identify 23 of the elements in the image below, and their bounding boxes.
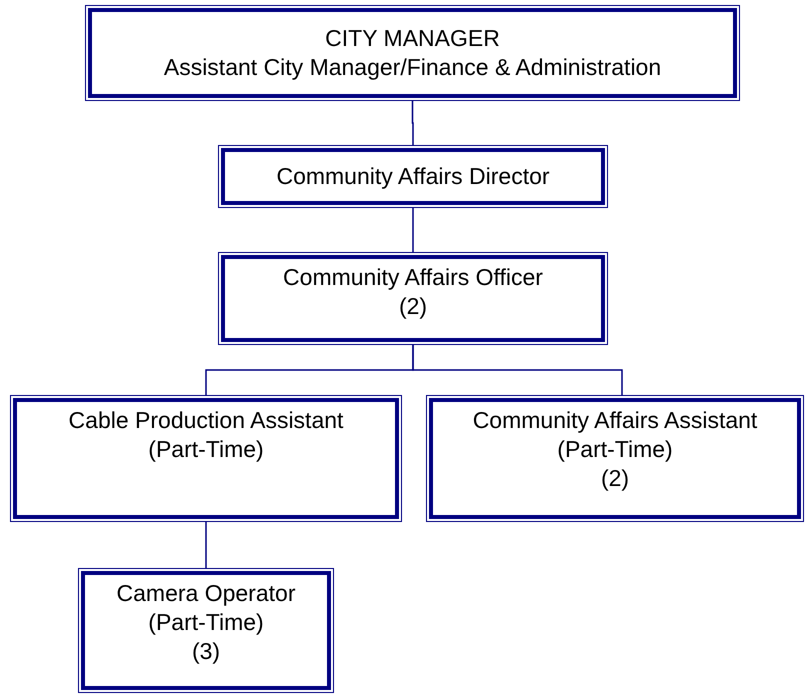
position-note: (Part-Time) (557, 435, 673, 464)
connector-line (205, 522, 207, 568)
connector-line (412, 345, 623, 395)
position-box (218, 252, 608, 345)
position-note: Assistant City Manager/Finance & Administration (164, 53, 662, 82)
position-note: (3) (192, 637, 220, 666)
position-title: Community Affairs Assistant (472, 406, 758, 435)
position-box (218, 145, 608, 208)
position-note: (2) (398, 292, 428, 321)
position-title: Community Affairs Director (276, 162, 550, 191)
position-box (78, 568, 334, 693)
position-title: Cable Production Assistant (68, 406, 344, 435)
position-title: Community Affairs Officer (283, 263, 543, 292)
connector-line (412, 208, 414, 252)
position-note: (2) (600, 464, 630, 493)
position-note: (Part-Time) (148, 608, 264, 637)
position-note: (Part-Time) (148, 435, 264, 464)
position-box (85, 5, 740, 101)
position-title: CITY MANAGER (325, 24, 500, 53)
position-title: Camera Operator (116, 579, 296, 608)
connector-line (412, 101, 414, 145)
position-box (10, 395, 402, 522)
position-box (426, 395, 804, 522)
